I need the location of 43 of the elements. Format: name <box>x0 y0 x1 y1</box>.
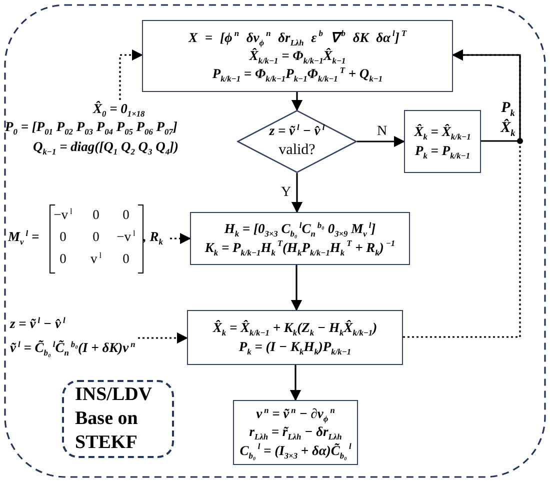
dotted-arrow <box>170 232 192 244</box>
formula-text: X = [ϕ$^{n}$ δv$_{ϕ}$$^{n}$ δr$_{Lλh}$ ε$^{b}$ ∇$^{b}$ δK δα$^{l}$]$^{T}$ <box>188 28 406 47</box>
matrix-entry: v$^{l}$ <box>89 250 103 268</box>
matrix-entry: 0 <box>122 206 130 224</box>
formula-text: P$_{k}$ = P$_{k/k−1}$ <box>414 142 470 160</box>
process-box <box>233 400 358 465</box>
arrow <box>290 265 302 312</box>
formula-text: r$_{Lλh}$ = r̃$_{Lλh}$ − δr$_{Lλh}$ <box>249 424 342 442</box>
matrix-entry: 0 <box>58 250 68 268</box>
arrow <box>291 173 303 214</box>
dotted-arrow <box>138 332 188 344</box>
title-text: INS/LDV Base on STEKF <box>75 383 153 455</box>
process-box <box>190 212 410 265</box>
formula-text: M$_{v}$$^{l}$ = <box>8 228 40 246</box>
formula-text: Q$_{k−1}$ = diag([Q$_{1}$ Q$_{2}$ Q$_{3}$ Q$_{4}$]) <box>33 138 178 156</box>
formula-text: X̂$_{k/k−1}$ = Φ$_{k/k−1}$X̂$_{k−1}$ <box>249 48 346 66</box>
formula-text: K$_{k}$ = P$_{k/k−1}$H$_{k}$$^{T}$(H$_{k}$P$_{k/k−1}$H$_{k}$$^{T}$ + R$_{k}$)$^{−1}$ <box>204 238 396 257</box>
formula-text: X̂$_{k}$ = X̂$_{k/k−1}$ + K$_{k}$(Z$_{k}$ − H$_{k}$X̂$_{k/k−1}$) <box>212 319 378 338</box>
dotted-arrow <box>119 49 144 100</box>
formula-text: P$_{k}$ = (I − K$_{k}$H$_{k}$)P$_{k/k−1}$ <box>238 338 352 356</box>
arrow <box>290 365 302 402</box>
formula-text: P$_{0}$ = [P$_{01}$ P$_{02}$ P$_{03}$ P$_{04}$ P$_{05}$ P$_{06}$ P$_{07}$] <box>5 118 178 136</box>
matrix-entry: 0 <box>58 228 68 246</box>
process-box <box>142 20 453 92</box>
arrow <box>357 136 406 148</box>
arrow <box>291 92 303 112</box>
formula-text: X̂$_{k}$ = X̂$_{k/k−1}$ <box>414 123 471 142</box>
matrix-entry: −v$^{l}$ <box>52 206 74 224</box>
formula-text: H$_{k}$ = [0$_{3×3}$ C$_{b₀}$$^{l}$C$_{n}$$^{b₀}$ 0$_{3×9}$ M$_{v}$$^{l}$] <box>224 220 376 238</box>
matrix-entry: −v$^{l}$ <box>116 228 136 246</box>
matrix-entry: 0 <box>92 228 100 246</box>
formula-text: ṽ$^{l}$ = C̃$_{b₀}$$^{l}$C̃$_{n}$$^{b₀}$(I + δK)v$^{n}$ <box>10 339 136 358</box>
formula-text: X̂$_{0}$ = 0$_{1×18}$ <box>93 100 145 118</box>
process-box <box>404 110 481 173</box>
process-box <box>187 310 403 365</box>
matrix-entry: 0 <box>92 206 100 224</box>
formula-text: z = ṽ$^{l}$ − v̂$^{l}$ <box>269 122 325 140</box>
formula-text: z = ṽ$^{l}$ − v̂$^{l}$ <box>10 315 66 333</box>
matrix-entry: 0 <box>122 250 130 268</box>
formula-text: P$_{k/k−1}$ = Φ$_{k/k−1}$P$_{k−1}$Φ$_{k/k−1}$$^{T}$ + Q$_{k−1}$ <box>212 65 383 84</box>
dashed-label-box <box>62 380 174 458</box>
question-text: valid? <box>278 141 316 160</box>
arrow <box>452 49 521 142</box>
